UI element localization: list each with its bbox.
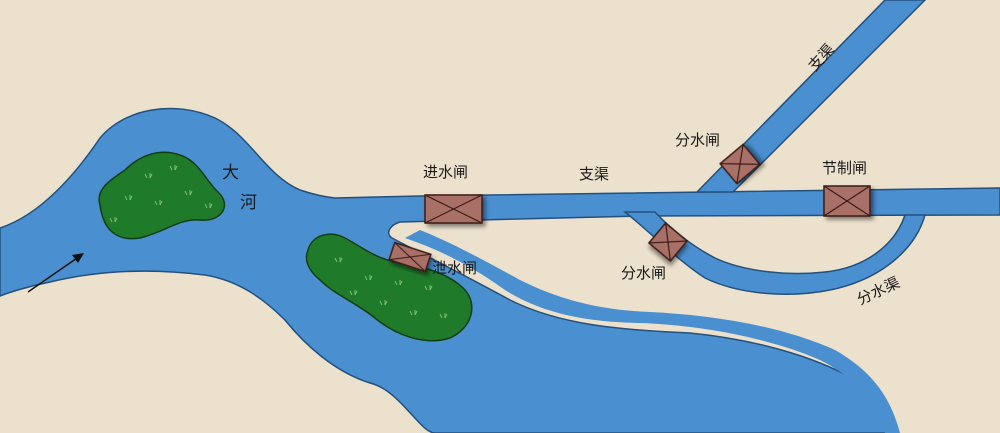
branch-canal-diagonal (695, 0, 927, 193)
flush-gate-label: 泄水闸 (432, 259, 477, 277)
river-label-char1: 大 (222, 163, 239, 183)
river-label-char2: 河 (240, 193, 257, 213)
check-gate-label: 节制闸 (822, 159, 867, 177)
main-river (0, 107, 1000, 433)
grass-tufts (109, 165, 448, 319)
flush-gate-icon (388, 241, 432, 273)
diversion-gate-lower-label: 分水闸 (621, 264, 666, 282)
flush-channel (405, 230, 900, 433)
diversion-gate-lower-icon (647, 221, 689, 263)
intake-gate-label: 进水闸 (423, 163, 468, 181)
diversion-canal (622, 211, 926, 295)
check-gate-icon (823, 185, 871, 217)
arrow-up-right-icon (27, 253, 84, 293)
diversion-gate-upper-icon (719, 143, 761, 185)
island-left (98, 151, 226, 240)
island-center (305, 233, 473, 342)
branch-canal-label: 支渠 (579, 165, 609, 183)
diversion-gate-upper-label: 分水闸 (675, 131, 720, 149)
intake-gate-icon (424, 194, 483, 224)
